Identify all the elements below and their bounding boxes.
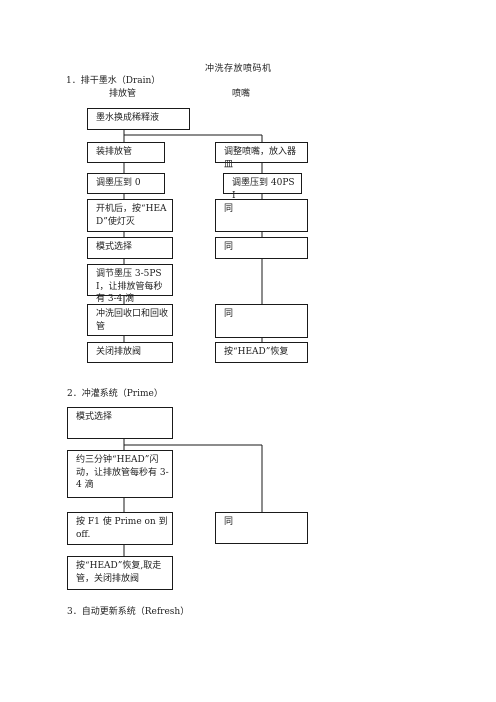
drain-left-step-3: 开机后，按“HEAD”使灯灭 <box>87 199 173 232</box>
drain-left-step-2: 调墨压到 0 <box>87 173 165 194</box>
prime-left-step-1: 模式选择 <box>67 407 173 439</box>
prime-left-step-4: 按“HEAD”恢复,取走管，关闭排放阀 <box>67 556 173 590</box>
drain-right-step-5: 同 <box>215 304 308 338</box>
section-heading-refresh: 3．自动更新系统（Refresh） <box>67 607 190 617</box>
section-heading-drain: 1．排干墨水（Drain） <box>66 76 161 86</box>
drain-right-step-1: 调整喷嘴，放入器皿 <box>215 142 308 170</box>
drain-right-step-3: 同 <box>215 199 308 232</box>
document-title: 冲洗存放喷码机 <box>205 64 272 74</box>
drain-left-step-6: 冲洗回收口和回收管 <box>87 304 173 336</box>
prime-left-step-2: 约三分钟“HEAD”闪动，让排放管每秒有 3-4 滴 <box>67 450 173 498</box>
prime-left-step-3: 按 F1 使 Prime on 到 off. <box>67 512 173 545</box>
drain-right-step-4: 同 <box>215 237 308 259</box>
drain-left-step-7: 关闭排放阀 <box>87 342 173 363</box>
drain-left-step-4: 模式选择 <box>87 237 173 259</box>
column-heading-drain-tube: 排放管 <box>109 89 137 99</box>
column-heading-nozzle: 喷嘴 <box>232 89 251 99</box>
section-heading-prime: 2．冲灌系统（Prime） <box>67 389 163 399</box>
prime-right-step-1: 同 <box>215 512 308 544</box>
drain-left-step-1: 装排放管 <box>87 142 165 163</box>
drain-right-step-2: 调墨压到 40PSI <box>223 173 302 201</box>
drain-left-step-5: 调节墨压 3-5PSI，让排放管每秒有 3-4 滴 <box>87 264 173 304</box>
drain-right-step-6: 按“HEAD”恢复 <box>215 342 308 363</box>
drain-step-start: 墨水换成稀释液 <box>87 108 190 130</box>
